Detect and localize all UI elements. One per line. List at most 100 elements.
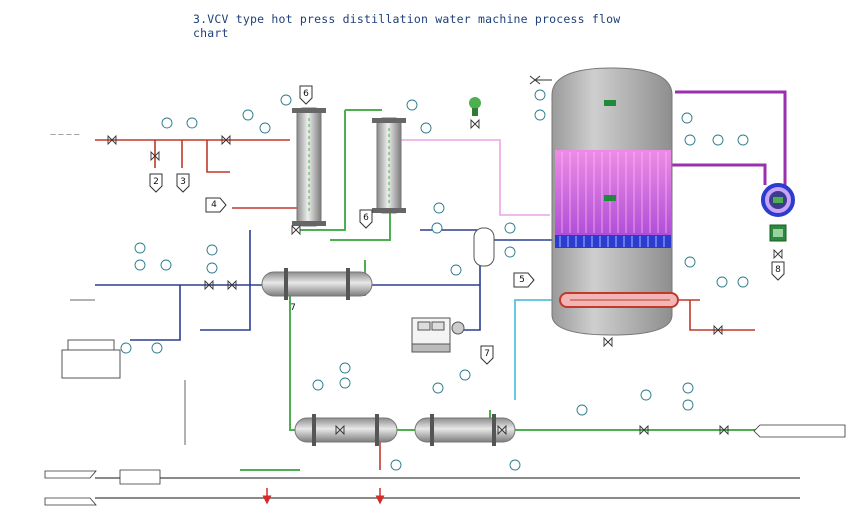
heating-tubes (561, 152, 667, 233)
control-box (61, 339, 121, 379)
pressure-gauge-icon (206, 262, 218, 274)
pressure-gauge-icon (433, 202, 445, 214)
svg-text:7: 7 (484, 349, 490, 359)
callouts: 2 3 4 5 6 6 7 7 8 (149, 85, 785, 365)
pressure-gauge-icon (134, 259, 146, 271)
pressure-gauge-icon (682, 399, 694, 411)
callout-6-top: 6 (299, 85, 313, 105)
callout-4: 4 (205, 197, 227, 213)
valve-icon (335, 424, 345, 436)
air-filter (469, 97, 481, 116)
distillate-pipe (514, 299, 555, 400)
valves (107, 118, 783, 436)
pressure-gauge-icon (406, 99, 418, 111)
valve-icon (107, 134, 117, 146)
callout-3: 3 (176, 173, 190, 193)
pressure-gauge-icon (312, 379, 324, 391)
valve-icon (221, 134, 231, 146)
pressure-gauge-icon (160, 259, 172, 271)
svg-text:4: 4 (211, 200, 217, 210)
svg-text:2: 2 (153, 177, 159, 187)
pressure-gauge-icon (259, 122, 271, 134)
evaporator-vessel (551, 67, 679, 336)
valve-icon (497, 424, 507, 436)
valve-icon (603, 336, 613, 348)
callout-7-pump: 7 (480, 345, 494, 365)
pressure-gauge-icon (504, 246, 516, 258)
pressure-gauge-icon (640, 389, 652, 401)
valve-icon (639, 424, 649, 436)
valve-icon (150, 150, 160, 162)
feed-inlet-label: — — — — (50, 131, 80, 138)
pressure-gauge-icon (120, 342, 132, 354)
vessel-vent (529, 75, 552, 85)
preheater-column-2 (372, 117, 406, 214)
svg-text:6: 6 (303, 89, 309, 99)
valve-icon (204, 279, 214, 291)
pressure-gauge-icon (684, 134, 696, 146)
dosing-pump-skid (411, 317, 465, 353)
pressure-gauge-icon (737, 134, 749, 146)
pressure-gauge-icon (390, 459, 402, 471)
pressure-gauge-icon (431, 222, 443, 234)
svg-text:7: 7 (290, 303, 296, 313)
svg-text:5: 5 (519, 275, 525, 285)
heat-exchanger-lower-right (414, 414, 516, 446)
valve-icon (773, 248, 783, 260)
pressure-gauge-icon (450, 264, 462, 276)
valve-icon (227, 279, 237, 291)
pressure-gauge-icon (534, 109, 546, 121)
vessel-sight-glass-mid (604, 195, 616, 201)
pressure-gauge-icon (576, 404, 588, 416)
pressure-gauge-icon (509, 459, 521, 471)
pressure-gauge-icon (206, 244, 218, 256)
compressor-vapor-pipe (675, 90, 787, 190)
compressor-motor (769, 224, 787, 242)
pressure-gauge-icon (280, 94, 292, 106)
svg-text:6: 6 (363, 213, 369, 223)
svg-text:8: 8 (775, 265, 781, 275)
gas-separator-tank (473, 227, 495, 267)
pressure-gauge-icon (432, 382, 444, 394)
svg-text:3: 3 (180, 177, 186, 187)
pressure-gauge-icon (716, 276, 728, 288)
vapor-pink-pipe (395, 139, 550, 216)
pressure-gauge-icon (681, 112, 693, 124)
pressure-gauge-icon (161, 117, 173, 129)
pressure-gauge-icon (151, 342, 163, 354)
pressure-gauge-icon (186, 117, 198, 129)
pressure-gauge-icon (682, 382, 694, 394)
pressure-gauge-icon (420, 122, 432, 134)
callout-6-column: 6 (359, 209, 373, 229)
pressure-gauge-icon (684, 256, 696, 268)
callout-8: 8 (771, 261, 785, 281)
pressure-gauge-icon (459, 369, 471, 381)
pressure-gauge-icon (339, 377, 351, 389)
steam-pipe (300, 110, 346, 231)
pressure-gauge-icon (737, 276, 749, 288)
pressure-gauge-icon (534, 89, 546, 101)
tube-sheet-band (555, 235, 671, 248)
pressure-gauge-icon (504, 222, 516, 234)
callout-7-hx: 7 (290, 303, 296, 313)
callout-5: 5 (513, 272, 535, 288)
valve-icon (470, 118, 480, 130)
valve-icon (713, 324, 723, 336)
pressure-gauge-icon (242, 109, 254, 121)
callout-2: 2 (149, 173, 163, 193)
vessel-sight-glass-top (604, 100, 616, 106)
io-tags (44, 424, 846, 506)
pressure-gauge-icon (339, 362, 351, 374)
valve-icon (719, 424, 729, 436)
pressure-gauge-icon (134, 242, 146, 254)
diagram-title: 3.VCV type hot press distillation water … (193, 12, 621, 40)
valve-icon (291, 224, 301, 236)
heat-exchanger-upper (261, 268, 373, 300)
heating-section (555, 150, 671, 235)
gauges (120, 89, 749, 471)
heat-exchanger-lower-left (294, 414, 398, 446)
vapor-compressor (761, 183, 795, 217)
pressure-gauge-icon (712, 134, 724, 146)
preheater-column-1 (292, 107, 326, 227)
